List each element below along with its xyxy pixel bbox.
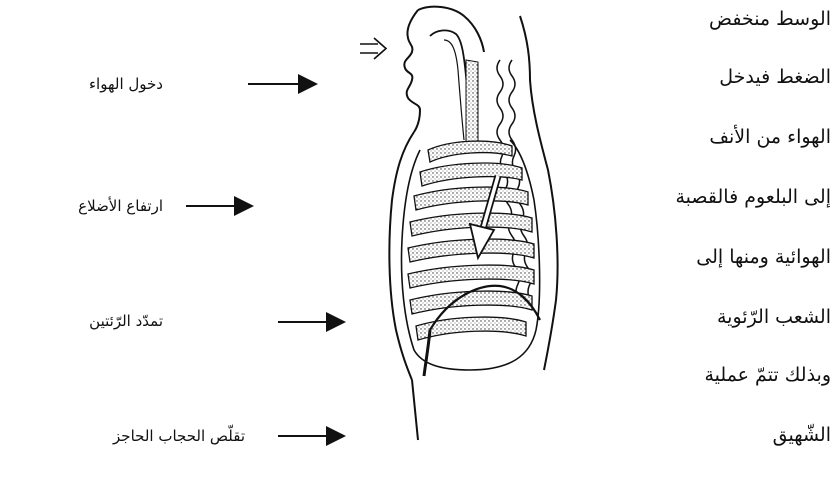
air-intake-symbol-icon xyxy=(360,38,386,59)
trachea-shaded xyxy=(466,60,478,150)
explanation-line: الضغط فيدخل xyxy=(719,62,831,92)
trachea-inner xyxy=(444,40,464,140)
label-air-entry: دخول الهواء xyxy=(89,74,163,94)
explanation-line: الهواء من الأنف xyxy=(709,122,831,152)
neck-front xyxy=(414,110,420,132)
explanation-line: الشعب الرّئوية xyxy=(717,302,831,332)
ribs xyxy=(408,141,534,340)
label-diaphragm-contract: تقلّص الحجاب الحاجز xyxy=(113,426,245,446)
spine xyxy=(497,60,532,300)
abdomen-outline xyxy=(412,380,418,440)
explanation-line: الوسط منخفض xyxy=(709,4,831,34)
explanation-line: الهوائية ومنها إلى xyxy=(696,242,831,272)
label-lungs-expand: تمدّد الرّئتين xyxy=(89,311,163,331)
pointer-arrows xyxy=(186,84,342,436)
explanation-line: وبذلك تتمّ عملية xyxy=(704,360,831,390)
face-profile xyxy=(404,10,420,110)
explanation-line: إلى البلعوم فالقصبة xyxy=(676,182,832,212)
label-ribs-rise: ارتفاع الأضلاع xyxy=(78,196,163,216)
head-outline xyxy=(418,7,484,52)
explanation-line: الشّهيق xyxy=(773,420,831,450)
